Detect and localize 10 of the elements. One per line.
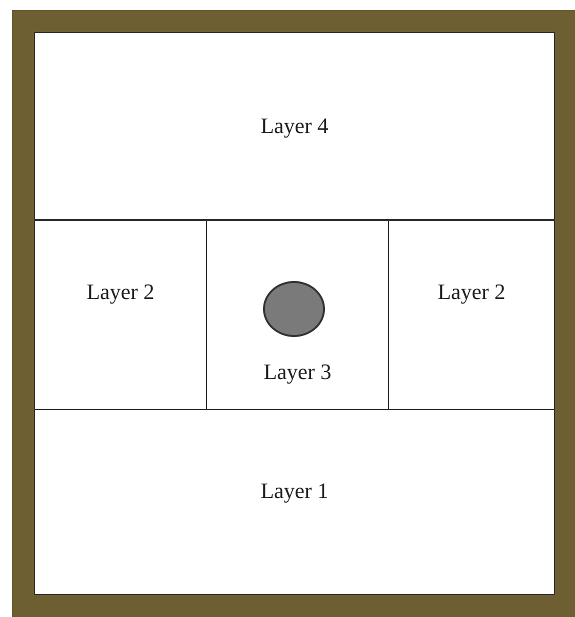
layer-label: Layer 3 xyxy=(264,359,332,385)
layer-box xyxy=(388,220,555,410)
layer-box xyxy=(34,220,207,410)
layer-label: Layer 2 xyxy=(86,279,154,305)
layer-label: Layer 2 xyxy=(438,279,506,305)
layer-box xyxy=(34,409,555,595)
layer-label: Layer 4 xyxy=(260,113,328,139)
layer-label: Layer 1 xyxy=(260,478,328,504)
layer-box xyxy=(34,32,555,220)
wooden-frame xyxy=(12,10,575,617)
